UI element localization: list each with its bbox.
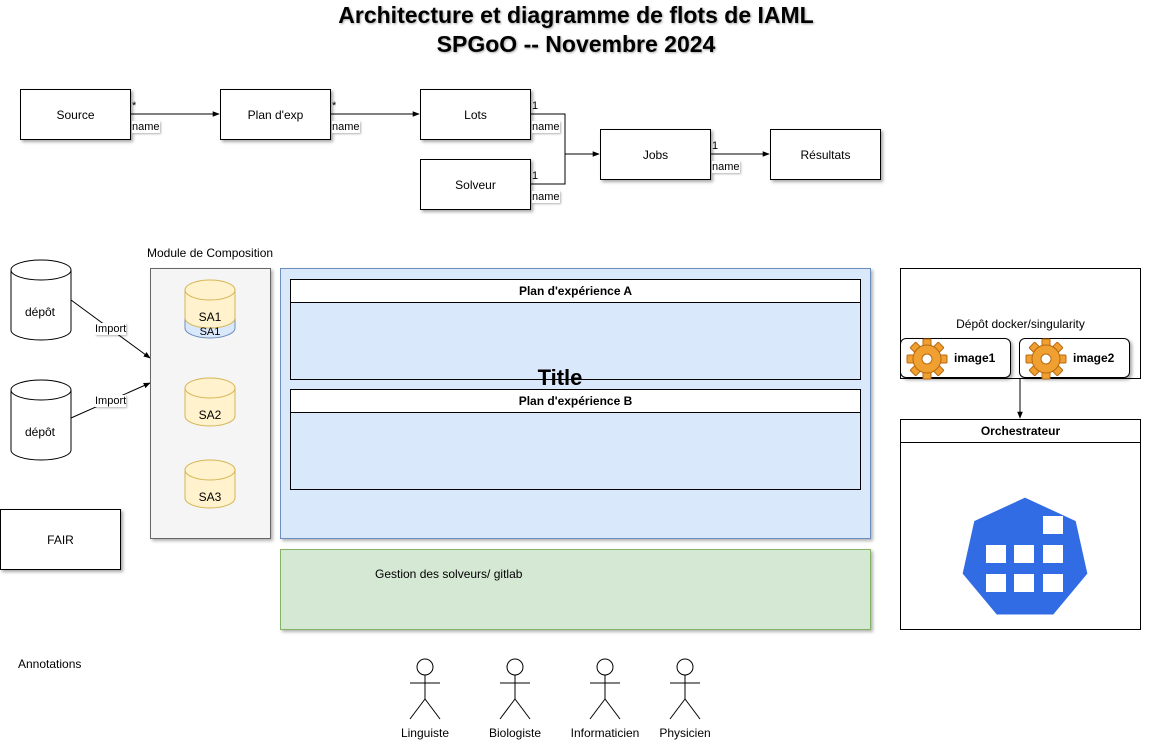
gear-icon xyxy=(906,338,948,380)
lane-plan-b-title: Plan d'expérience B xyxy=(291,390,860,413)
edge-multiplicity: 1 xyxy=(532,100,539,112)
image2-chip[interactable]: image2 xyxy=(1019,338,1130,380)
depot-label: dépôt xyxy=(24,425,56,439)
actor-physicien-figure[interactable] xyxy=(665,655,705,723)
sa3-cylinder[interactable] xyxy=(183,458,239,514)
import-label: Import xyxy=(95,395,127,407)
kubernetes-icon xyxy=(959,494,1091,618)
lane-plan-b[interactable]: Plan d'expérience B xyxy=(290,389,861,490)
pool-title: Title xyxy=(537,365,583,390)
edge-label: name xyxy=(532,191,560,203)
image1-label: image1 xyxy=(954,351,996,365)
edge-multiplicity: 1 xyxy=(712,140,719,152)
sa1-label: SA1 xyxy=(198,310,222,324)
solver-management-panel[interactable] xyxy=(280,549,871,630)
jobs-box[interactable]: Jobs xyxy=(600,129,711,180)
actor-label: Biologiste xyxy=(488,726,542,740)
composition-module-title: Module de Composition xyxy=(147,246,274,260)
depot-cylinder-2[interactable] xyxy=(8,378,74,464)
sa2-cylinder[interactable] xyxy=(183,376,239,432)
actor-label: Linguiste xyxy=(400,726,450,740)
image1-chip[interactable]: image1 xyxy=(900,338,1011,380)
actor-label: Physicien xyxy=(659,726,711,740)
depot-cylinder-1[interactable] xyxy=(8,258,74,344)
edge-multiplicity: 1 xyxy=(532,170,539,182)
lane-plan-a[interactable]: Plan d'expérience A xyxy=(290,279,861,380)
diagram-title-line2: SPGoO -- Novembre 2024 xyxy=(436,31,716,57)
lane-plan-a-title: Plan d'expérience A xyxy=(291,280,860,303)
resultats-box[interactable]: Résultats xyxy=(770,129,881,180)
sa1-cylinder[interactable] xyxy=(183,278,239,334)
actor-label: Informaticien xyxy=(570,726,640,740)
edge-multiplicity: * xyxy=(332,100,337,112)
plan-exp-box[interactable]: Plan d'exp xyxy=(220,89,331,140)
source-box[interactable]: Source xyxy=(20,89,131,140)
edge-label: name xyxy=(332,121,360,133)
sa1-back-label: SA1 xyxy=(199,326,221,338)
diagram-title-line1: Architecture et diagramme de flots de IA… xyxy=(338,2,814,28)
actor-biologiste-figure[interactable] xyxy=(495,655,535,723)
sa3-label: SA3 xyxy=(198,490,222,504)
image2-label: image2 xyxy=(1073,351,1115,365)
depot-label: dépôt xyxy=(24,305,56,319)
annotations-label: Annotations xyxy=(18,657,82,671)
fair-box[interactable]: FAIR xyxy=(0,509,121,570)
solver-management-label: Gestion des solveurs/ gitlab xyxy=(375,567,523,581)
edge-label: name xyxy=(532,121,560,133)
edge-solveur-jobs xyxy=(530,154,566,185)
import-label: Import xyxy=(95,323,127,335)
docker-repo-label: Dépôt docker/singularity xyxy=(956,317,1085,331)
edge-label: name xyxy=(132,121,160,133)
sa2-label: SA2 xyxy=(198,408,222,422)
edge-label: name xyxy=(712,161,740,173)
solveur-box[interactable]: Solveur xyxy=(420,159,531,210)
edge-lots-jobs xyxy=(530,113,600,157)
actor-linguiste-figure[interactable] xyxy=(405,655,445,723)
lots-box[interactable]: Lots xyxy=(420,89,531,140)
gear-icon xyxy=(1025,338,1067,380)
edge-multiplicity: * xyxy=(132,100,137,112)
actor-informaticien-figure[interactable] xyxy=(585,655,625,723)
orchestrateur-title: Orchestrateur xyxy=(901,420,1140,443)
